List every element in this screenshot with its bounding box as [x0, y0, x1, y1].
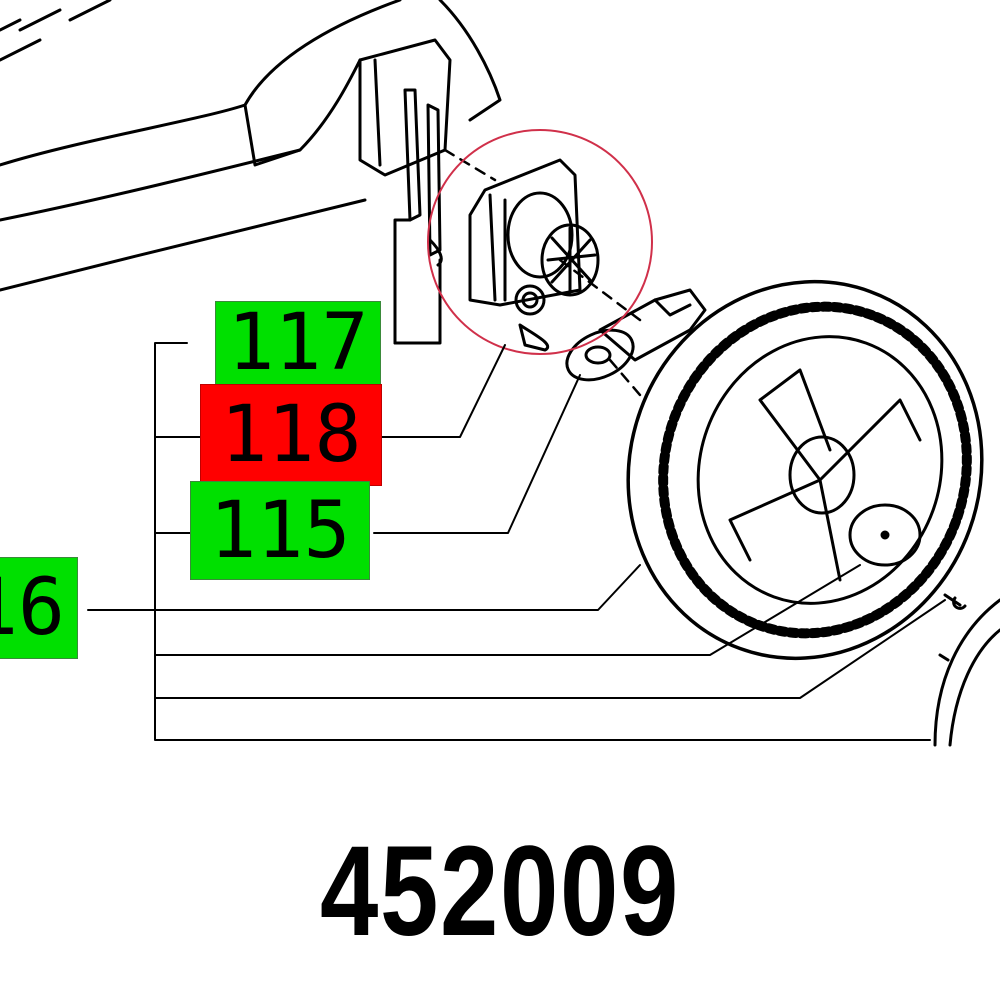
height-adjust-rods — [393, 88, 443, 345]
mower-deck — [0, 0, 502, 292]
part-label-text: 116 — [0, 563, 65, 653]
part-label-text: 118 — [220, 390, 362, 480]
part-label-text: 117 — [227, 301, 369, 385]
wheel-bracket — [565, 288, 707, 382]
part-label-116[interactable]: 116 — [0, 557, 78, 659]
part-label-118[interactable]: 118 — [200, 384, 382, 486]
part-number: 452009 — [319, 820, 681, 963]
detail-highlight-circle — [427, 129, 653, 355]
screw-and-second-wheel — [933, 593, 1000, 747]
adjustment-mechanism — [468, 158, 600, 352]
part-label-115[interactable]: 115 — [190, 481, 370, 580]
part-label-117[interactable]: 117 — [215, 301, 381, 385]
part-label-text: 115 — [209, 485, 351, 576]
assembly-axis-lines — [443, 148, 642, 397]
wheel — [626, 279, 984, 661]
hub-cap — [848, 503, 922, 567]
